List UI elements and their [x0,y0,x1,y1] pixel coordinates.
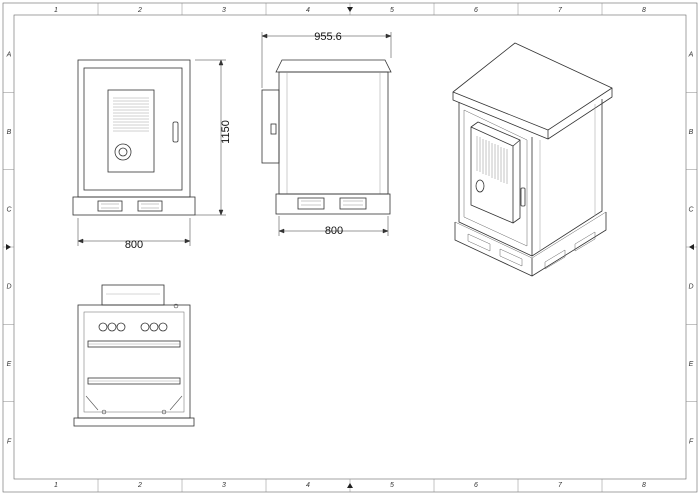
side-view [261,59,392,215]
front-view-plinth [72,196,196,216]
side-view-depth-label: 955.6 [314,31,342,43]
front-view-vent-grille [113,97,149,132]
border-column-label-top: 8 [642,7,646,14]
centering-arrow-icon [689,244,694,250]
border-column-label-bottom: 1 [54,482,58,489]
border-row-label-left: C [6,206,12,213]
isometric-handle-icon [520,187,526,207]
border-row-label-left: E [7,361,12,368]
side-view-body [278,71,389,195]
front-view-vent-panel [107,89,155,173]
isometric-view [452,42,613,277]
interior-view-frame [77,304,191,419]
isometric-roof-top [452,42,613,131]
side-view-handle-icon [270,123,277,135]
interior-view-cable-glands [98,322,168,332]
border-column-label-top: 3 [222,7,226,14]
front-view-fan-hub-icon [118,147,128,157]
front-view-plinth-vent-left [97,200,123,212]
interior-view-top-unit [101,284,165,306]
interior-view-base [73,417,195,427]
side-view-plinth-vent-left [297,197,325,210]
centering-arrow-icon [6,244,11,250]
front-view-door [83,67,183,191]
front-view-height-dimension [195,59,226,216]
interior-view [73,284,195,427]
border-column-label-top: 2 [137,7,142,14]
border-column-label-top: 4 [306,7,310,14]
border-row-label-right: E [689,361,694,368]
side-view-roof [275,59,392,73]
isometric-right-face [531,99,603,257]
isometric-front-face [458,102,533,257]
front-view-handle-icon [172,121,179,143]
border-row-label-left: F [7,438,12,445]
isometric-plinth [454,222,533,277]
front-view-height-label: 1150 [220,120,232,144]
centering-arrow-icon [347,7,353,12]
side-view-air-conditioner [261,89,280,164]
border-column-label-bottom: 2 [137,482,142,489]
side-view-plinth [275,193,391,215]
front-view-width-dimension [77,218,191,246]
front-view-plinth-vent-right [137,200,163,212]
isometric-vent-grille [476,136,508,184]
interior-view-braces [85,395,183,411]
border-column-label-bottom: 3 [222,482,226,489]
border-column-label-bottom: 5 [390,482,394,489]
border-column-label-top: 7 [558,7,563,14]
border-column-label-top: 1 [54,7,58,14]
front-view-width-label: 800 [125,239,143,251]
border-row-label-right: A [688,52,694,59]
border-row-label-left: B [7,129,12,136]
front-view-fan-icon [114,143,132,161]
front-view [72,59,196,216]
border-column-label-top: 6 [474,7,478,14]
border-column-label-bottom: 7 [558,482,563,489]
border-row-label-left: A [6,52,12,59]
border-row-label-right: C [688,206,694,213]
border-column-label-bottom: 4 [306,482,310,489]
side-view-plinth-vent-right [339,197,367,210]
border-row-label-left: D [6,284,11,291]
centering-arrow-icon [347,483,353,488]
side-view-width-label: 800 [325,225,343,237]
border-column-label-bottom: 6 [474,482,478,489]
side-view-width-dimension [278,216,389,236]
side-view-depth-dimension [261,32,392,88]
border-row-label-right: F [689,438,694,445]
interior-view-screws [101,303,179,415]
border-column-label-top: 5 [390,7,394,14]
border-row-label-right: D [688,284,693,291]
isometric-fan-icon [475,179,485,193]
border-row-label-right: B [689,129,694,136]
border-column-label-bottom: 8 [642,482,646,489]
